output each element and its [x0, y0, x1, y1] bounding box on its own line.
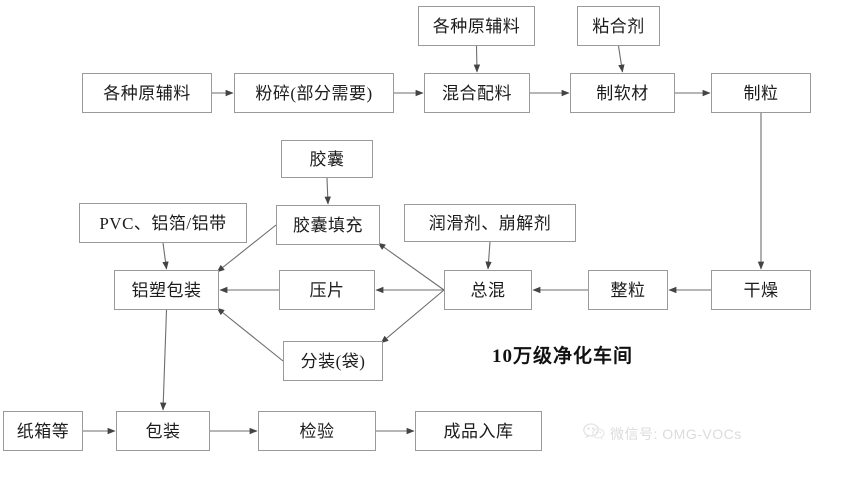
node-label: 润滑剂、崩解剂	[428, 213, 552, 233]
node-raw2[interactable]: 各种原辅料	[418, 6, 535, 46]
edge-lubricant-to-totalmix	[485, 241, 492, 270]
node-label: 胶囊填充	[293, 215, 363, 235]
node-label: 纸箱等	[16, 421, 70, 441]
node-mix[interactable]: 混合配料	[424, 73, 530, 113]
node-label: 各种原辅料	[432, 16, 521, 36]
edge-pvc-to-alupack	[162, 242, 169, 270]
node-packaging[interactable]: 包装	[116, 411, 210, 451]
node-label: 分装(袋)	[300, 351, 366, 371]
edge-alupack-to-packaging	[160, 309, 168, 411]
node-capsulefill[interactable]: 胶囊填充	[276, 205, 380, 245]
label-cleanroom: 10万级净化车间	[492, 346, 634, 367]
node-tablet[interactable]: 压片	[279, 270, 375, 310]
node-label: 胶囊	[309, 149, 345, 169]
edge-bagging-to-alupack	[216, 307, 284, 362]
node-sizing[interactable]: 整粒	[588, 270, 668, 310]
edge-totalmix-to-capsulefill	[377, 242, 445, 291]
node-label: 粉碎(部分需要)	[255, 83, 373, 103]
node-crush[interactable]: 粉碎(部分需要)	[234, 73, 394, 113]
node-alupack[interactable]: 铝塑包装	[114, 270, 219, 310]
node-label: PVC、铝箔/铝带	[99, 213, 227, 233]
node-label: 包装	[145, 421, 181, 441]
node-granulate[interactable]: 制粒	[711, 73, 811, 113]
edge-totalmix-to-bagging	[380, 289, 445, 344]
node-lubricant[interactable]: 润滑剂、崩解剂	[404, 204, 576, 242]
node-inspect[interactable]: 检验	[258, 411, 376, 451]
node-softmat[interactable]: 制软材	[570, 73, 675, 113]
watermark: 微信号: OMG-VOCs	[583, 423, 742, 444]
node-label: 总混	[470, 280, 506, 300]
node-binder[interactable]: 粘合剂	[577, 6, 660, 46]
node-raw1[interactable]: 各种原辅料	[82, 73, 212, 113]
node-label: 成品入库	[443, 421, 514, 441]
node-label: 检验	[299, 421, 335, 441]
edge-capsule-to-capsulefill	[324, 177, 331, 205]
node-capsule[interactable]: 胶囊	[281, 140, 373, 178]
node-label: 铝塑包装	[131, 280, 202, 300]
wechat-icon	[583, 423, 605, 444]
node-label: 各种原辅料	[103, 83, 191, 103]
node-pvc[interactable]: PVC、铝箔/铝带	[79, 203, 247, 243]
node-dry[interactable]: 干燥	[711, 270, 811, 310]
node-warehouse[interactable]: 成品入库	[415, 411, 542, 451]
node-label: 干燥	[743, 280, 779, 300]
node-carton[interactable]: 纸箱等	[3, 411, 83, 451]
node-label: 压片	[309, 280, 345, 300]
node-label: 粘合剂	[592, 16, 645, 36]
watermark-text: 微信号: OMG-VOCs	[610, 425, 742, 442]
node-bagging[interactable]: 分装(袋)	[283, 341, 383, 381]
edge-binder-to-softmat	[617, 45, 625, 73]
node-label: 制粒	[743, 83, 779, 103]
node-label: 制软材	[596, 83, 649, 103]
node-totalmix[interactable]: 总混	[444, 270, 532, 310]
node-label: 混合配料	[442, 83, 512, 103]
edge-raw2-to-mix	[473, 45, 481, 73]
node-label: 整粒	[610, 280, 646, 300]
